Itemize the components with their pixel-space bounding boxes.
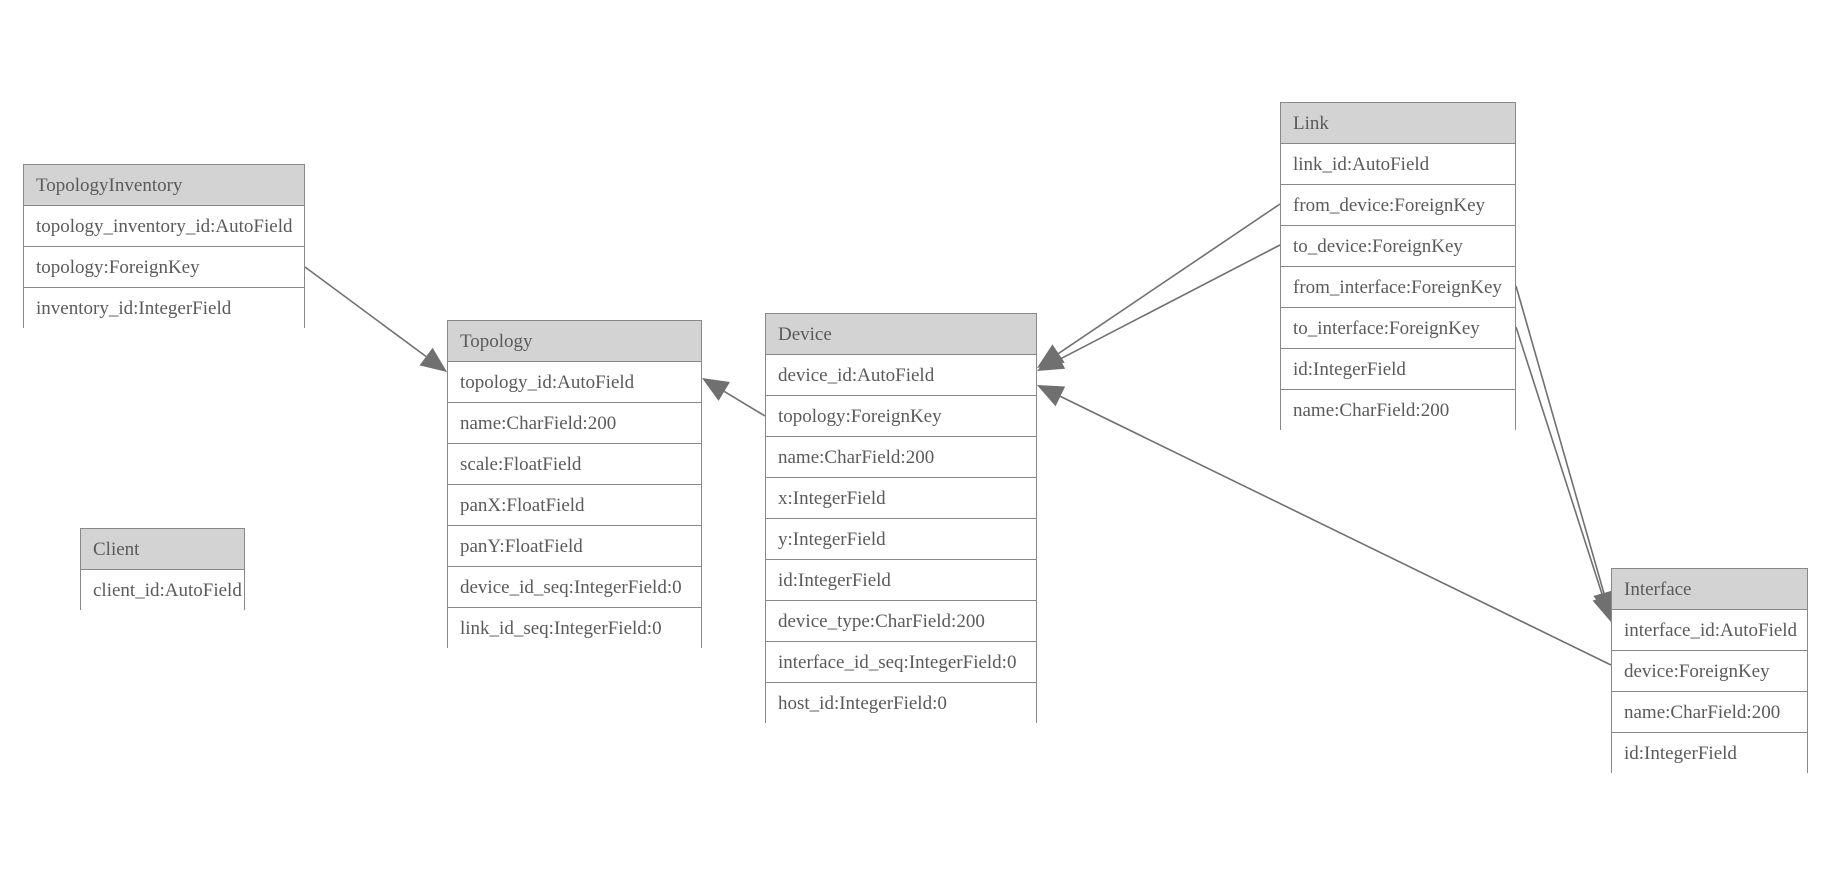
entity-field-row[interactable]: topology:ForeignKey (766, 396, 1036, 437)
entity-field-row[interactable]: device:ForeignKey (1612, 651, 1807, 692)
entity-field-row[interactable]: device_type:CharField:200 (766, 601, 1036, 642)
entity-title-topology_inventory: TopologyInventory (24, 165, 304, 206)
entity-field-row[interactable]: from_interface:ForeignKey (1281, 267, 1515, 308)
entity-field-row[interactable]: device_id_seq:IntegerField:0 (448, 567, 701, 608)
relationship-line (1058, 203, 1281, 355)
entity-field-row[interactable]: from_device:ForeignKey (1281, 185, 1515, 226)
entity-field-row[interactable]: y:IntegerField (766, 519, 1036, 560)
entity-field-row[interactable]: to_device:ForeignKey (1281, 226, 1515, 267)
entity-field-row[interactable]: name:CharField:200 (448, 403, 701, 444)
entity-field-row[interactable]: host_id:IntegerField:0 (766, 683, 1036, 724)
entity-field-row[interactable]: id:IntegerField (1281, 349, 1515, 390)
relationship-line (1059, 244, 1281, 360)
relationship-topologyinventory-to-topology (304, 266, 447, 372)
relationship-link-from-interface-to-interface (1515, 285, 1615, 618)
entity-title-link: Link (1281, 103, 1515, 144)
relationship-arrowhead (1037, 385, 1066, 407)
entity-field-row[interactable]: link_id:AutoField (1281, 144, 1515, 185)
relationship-link-to-interface-to-interface (1515, 326, 1614, 622)
entity-field-row[interactable]: scale:FloatField (448, 444, 701, 485)
relationship-link-from-device-to-device (1037, 203, 1281, 368)
entity-field-row[interactable]: panX:FloatField (448, 485, 701, 526)
relationship-line (1515, 285, 1605, 594)
entity-field-row[interactable]: topology_inventory_id:AutoField (24, 206, 304, 247)
relationship-arrowhead (1037, 349, 1066, 371)
relationship-line (1060, 395, 1612, 666)
entity-field-row[interactable]: interface_id_seq:IntegerField:0 (766, 642, 1036, 683)
entity-field-row[interactable]: id:IntegerField (766, 560, 1036, 601)
entity-field-row[interactable]: id:IntegerField (1612, 733, 1807, 774)
entity-field-row[interactable]: interface_id:AutoField (1612, 610, 1807, 651)
relationship-link-to-device-to-device (1037, 244, 1281, 371)
relationship-arrowhead (419, 347, 447, 372)
relationship-arrowhead (1037, 344, 1065, 368)
relationship-line (723, 390, 766, 417)
entity-field-row[interactable]: name:CharField:200 (1612, 692, 1807, 733)
entity-field-row[interactable]: to_interface:ForeignKey (1281, 308, 1515, 349)
entity-title-client: Client (81, 529, 244, 570)
relationship-line (304, 266, 427, 358)
entity-field-row[interactable]: name:CharField:200 (1281, 390, 1515, 431)
entity-field-row[interactable]: inventory_id:IntegerField (24, 288, 304, 329)
entity-field-row[interactable]: x:IntegerField (766, 478, 1036, 519)
entity-field-row[interactable]: device_id:AutoField (766, 355, 1036, 396)
entity-field-row[interactable]: name:CharField:200 (766, 437, 1036, 478)
entity-field-row[interactable]: panY:FloatField (448, 526, 701, 567)
relationship-line (1515, 326, 1604, 598)
relationship-arrowhead (702, 378, 730, 401)
relationship-device-to-topology (702, 378, 766, 417)
entity-field-row[interactable]: topology:ForeignKey (24, 247, 304, 288)
entity-field-row[interactable]: link_id_seq:IntegerField:0 (448, 608, 701, 649)
entity-field-row[interactable]: topology_id:AutoField (448, 362, 701, 403)
entity-field-row[interactable]: client_id:AutoField (81, 570, 244, 611)
entity-title-topology: Topology (448, 321, 701, 362)
entity-title-interface: Interface (1612, 569, 1807, 610)
entity-title-device: Device (766, 314, 1036, 355)
